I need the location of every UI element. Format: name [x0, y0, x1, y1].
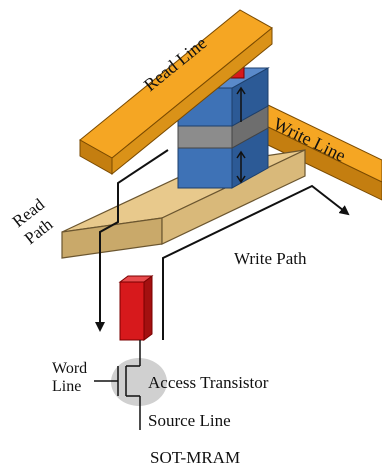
word-line-label-line2: Line	[52, 378, 81, 395]
source-line-label: Source Line	[148, 411, 231, 430]
read-path-arrow	[95, 149, 169, 332]
write-path-arrow	[162, 184, 350, 340]
write-path-label: Write Path	[234, 249, 307, 268]
transistor-halo	[111, 358, 167, 406]
caption: SOT-MRAM	[150, 448, 240, 467]
bottom-via	[118, 275, 154, 341]
access-transistor-symbol	[94, 340, 141, 430]
mtj-stack	[176, 67, 270, 189]
access-transistor-label: Access Transistor	[148, 373, 269, 392]
word-line-label-line1: Word	[52, 360, 87, 377]
read-line-bar	[79, 9, 273, 176]
